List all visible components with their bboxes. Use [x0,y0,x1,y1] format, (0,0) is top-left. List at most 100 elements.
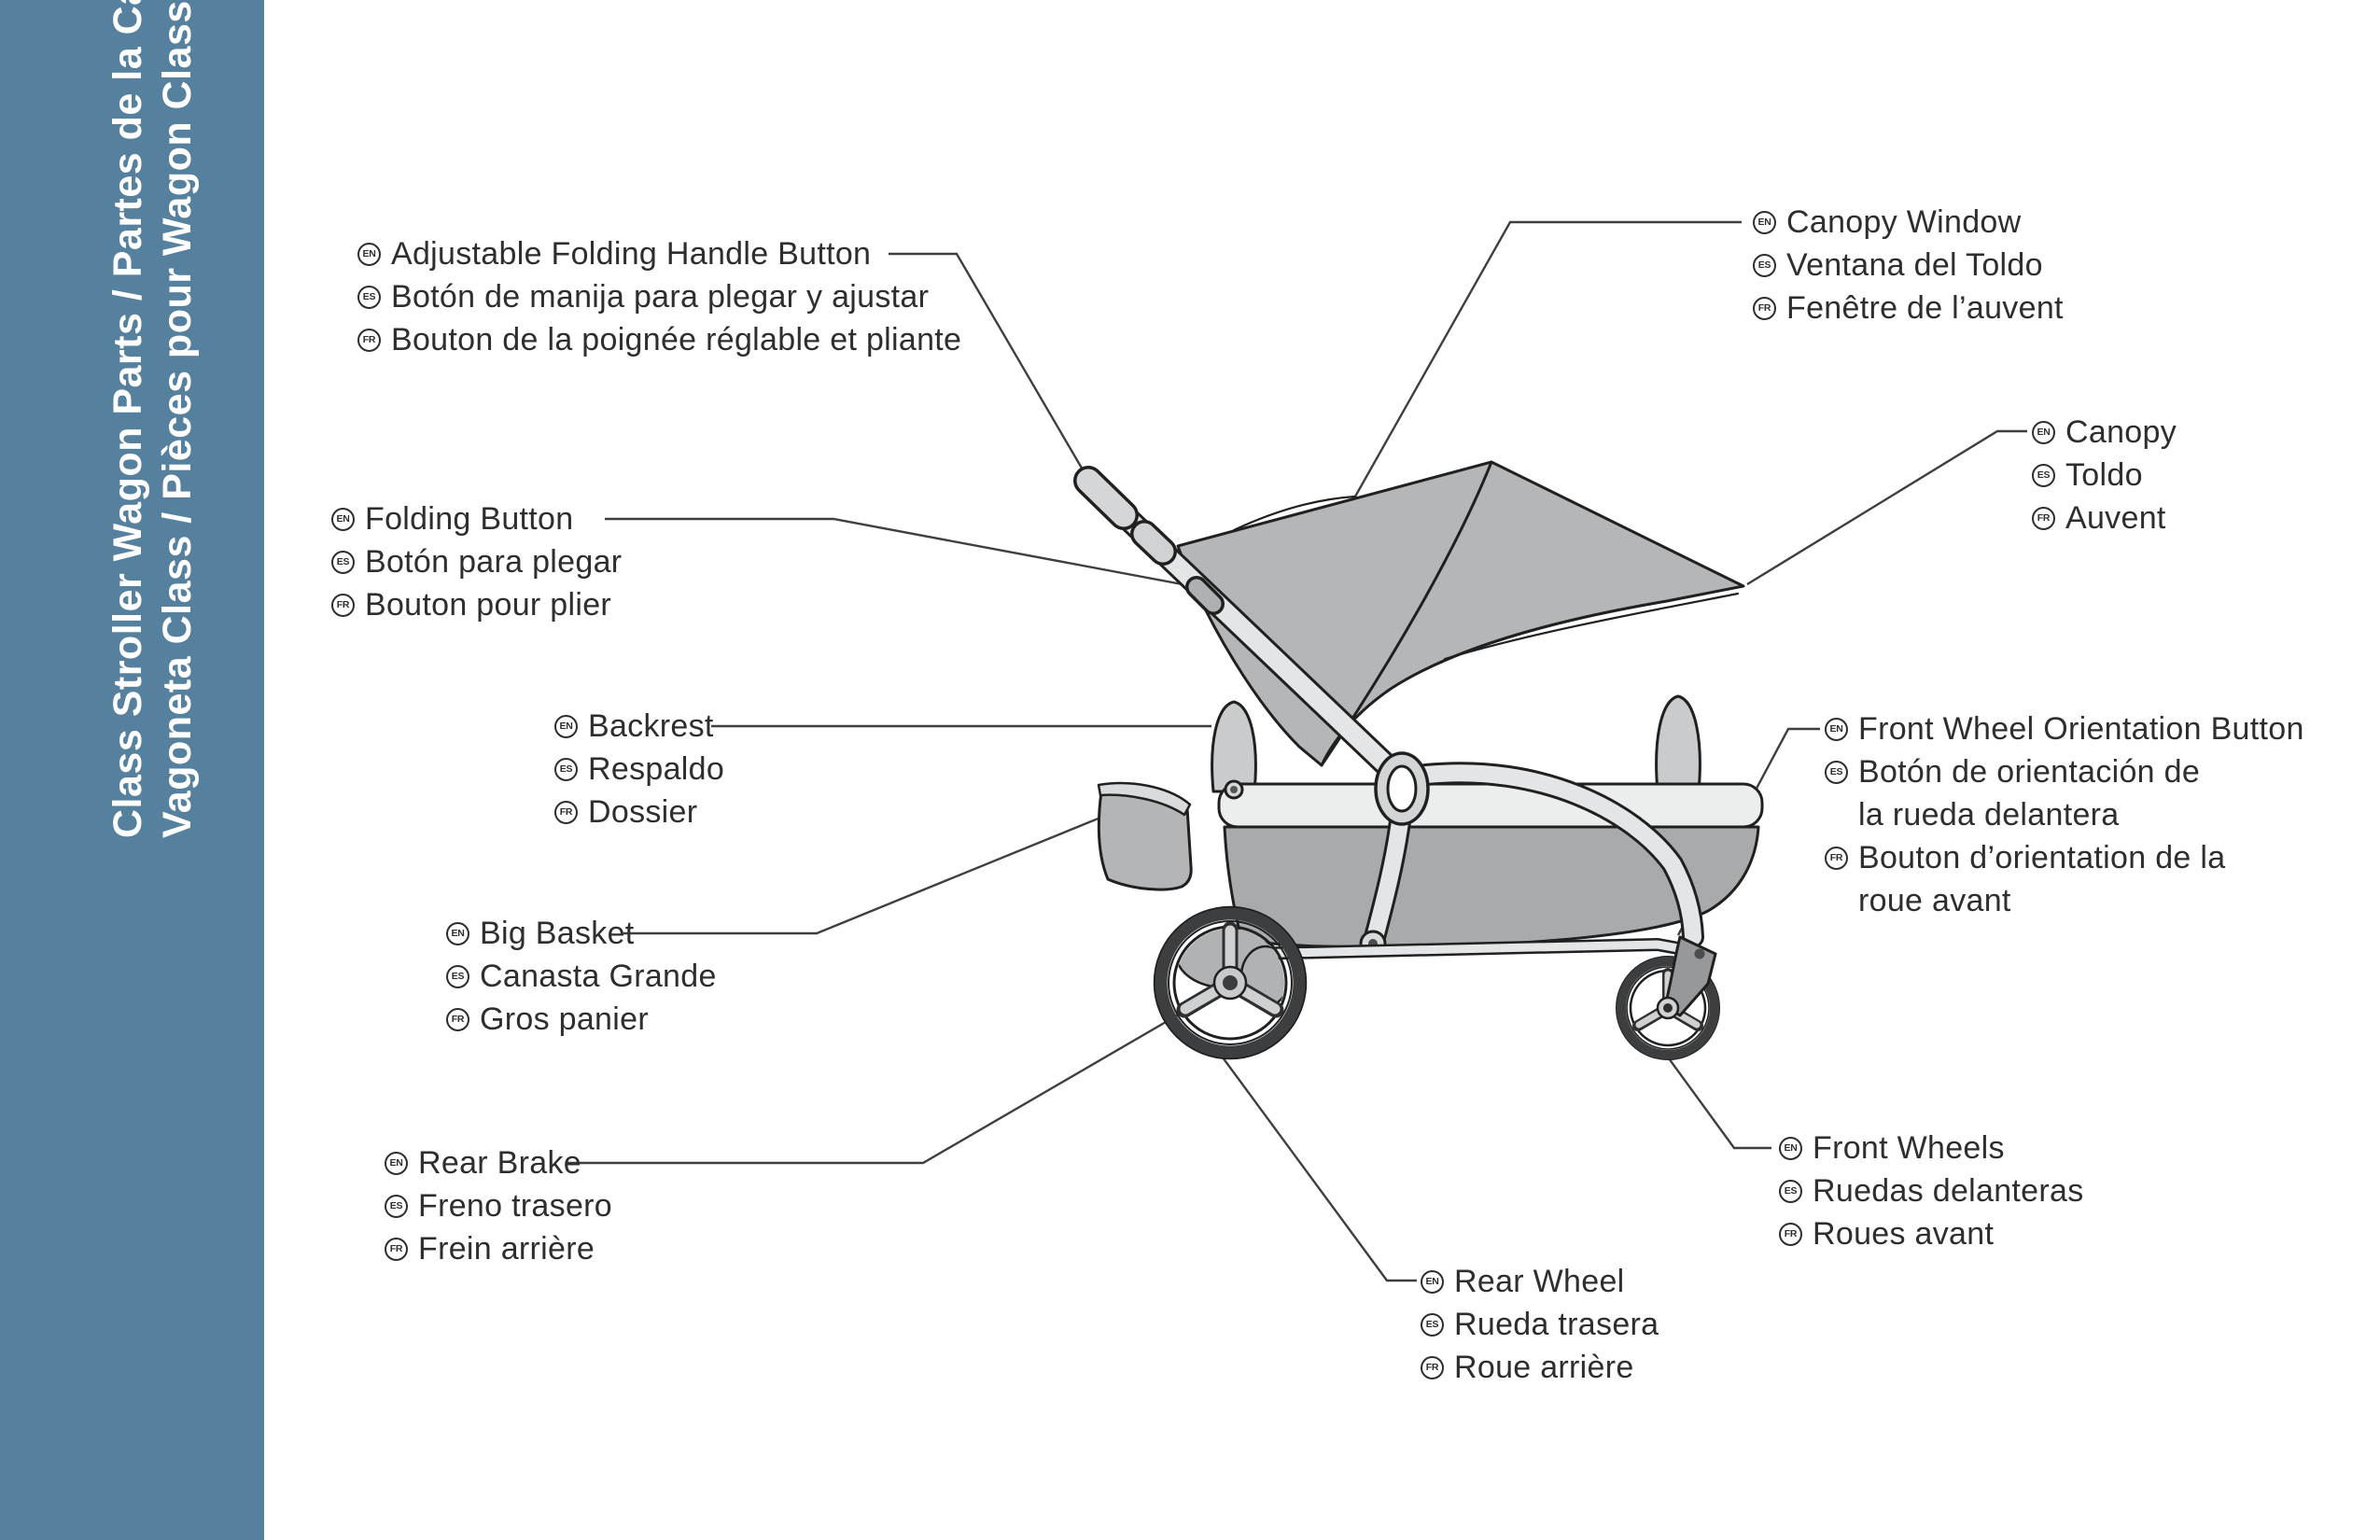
label-text: Big Basket [480,915,635,951]
front-hub-bolt [1663,1003,1673,1013]
en-language-icon: EN [2032,420,2055,444]
label-text: la rueda delantera [1858,796,2120,833]
label-text: Roue arrière [1454,1349,1634,1385]
handle-shape [1073,466,1408,787]
backrest-left [1211,700,1257,793]
en-language-icon: EN [554,714,578,738]
rail-end-bolt [1230,786,1238,793]
label-folding-button-fr: FR Bouton pour plier [331,583,622,626]
leader-lines [567,220,2027,1282]
label-front-wheel-orientation-button-es: ES Botón de orientación de [1825,750,2304,793]
leader-adjustable-folding-handle-button [889,252,1092,483]
label-text: Toldo [2065,456,2143,493]
label-big-basket-fr: FR Gros panier [446,998,717,1041]
es-language-icon: ES [554,757,578,781]
label-text: Bouton de la poignée réglable et pliante [391,321,962,357]
fr-language-icon: FR [331,593,355,617]
fr-language-icon: FR [2032,506,2055,530]
label-text: Fenêtre de l’auvent [1786,289,2064,326]
en-language-icon: EN [1753,210,1776,234]
label-canopy-fr: FR Auvent [2032,497,2177,539]
leader-front-wheels [1668,1057,1771,1150]
label-rear-brake-fr: FR Frein arrière [385,1227,612,1270]
rear-hub-bolt [1223,975,1238,990]
frame-arc [1418,764,1701,945]
fr-language-icon: FR [1779,1222,1802,1246]
label-text: Ruedas delanteras [1813,1172,2084,1209]
label-text: Freno trasero [418,1187,612,1224]
canopy-window-seam [1232,495,1357,532]
leader-rear-brake [567,983,1231,1165]
label-text: Roues avant [1813,1215,1995,1252]
label-text: Adjustable Folding Handle Button [391,235,872,272]
en-language-icon: EN [331,507,355,531]
label-text: Botón de orientación de [1858,753,2201,790]
label-backrest-es: ES Respaldo [554,748,724,791]
leader-canopy [1746,429,2027,586]
label-text: Auvent [2065,499,2166,536]
rear-wheel-shape [1153,905,1308,1060]
handle-pivot-ring [1374,751,1430,826]
label-rear-brake-es: ES Freno trasero [385,1184,612,1227]
es-language-icon: ES [1825,760,1848,784]
label-text: Botón de manija para plegar y ajustar [391,278,930,315]
label-text: Respaldo [588,750,725,787]
label-front-wheel-orientation-button-cont: la rueda delantera [1825,793,2304,836]
rear-tire [1155,907,1306,1058]
fr-language-icon: FR [554,800,578,824]
label-text: Bouton pour plier [365,586,612,623]
fr-language-icon: FR [1825,846,1848,870]
label-text: Frein arrière [418,1230,595,1267]
label-text: Botón para plegar [365,543,623,580]
label-text: Canasta Grande [480,958,717,994]
fr-language-icon: FR [446,1007,469,1031]
label-canopy-window-es: ES Ventana del Toldo [1753,244,2064,287]
front-tire [1617,957,1719,1059]
en-language-icon: EN [446,921,469,945]
front-orientation-button [1694,948,1705,959]
fr-language-icon: FR [385,1237,408,1261]
es-language-icon: ES [357,285,381,309]
leader-rear-wheel [1222,1057,1417,1282]
es-language-icon: ES [1421,1312,1444,1337]
label-text: Ventana del Toldo [1786,246,2043,283]
leader-canopy-window [1353,220,1742,497]
leader-folding-button [605,517,1203,590]
en-language-icon: EN [1825,717,1848,741]
label-text: Folding Button [365,500,574,537]
label-text: Gros panier [480,1001,649,1037]
lower-frame [1240,940,1683,959]
mid-tube [1365,813,1408,949]
label-text: Rear Wheel [1454,1263,1625,1299]
backrest-right [1655,694,1701,793]
tub-rail [1217,782,1764,829]
label-text: Backrest [588,707,714,744]
canopy-visor-edge [1443,592,1740,661]
label-text: Front Wheels [1813,1129,2005,1166]
canopy-shape [1176,460,1745,767]
label-text: Front Wheel Orientation Button [1858,710,2304,747]
label-folding-button-en: EN Folding Button [331,497,622,540]
es-language-icon: ES [385,1194,408,1218]
label-adjustable-folding-handle-button-es: ES Botón de manija para plegar y ajustar [357,275,961,318]
es-language-icon: ES [1753,253,1776,277]
